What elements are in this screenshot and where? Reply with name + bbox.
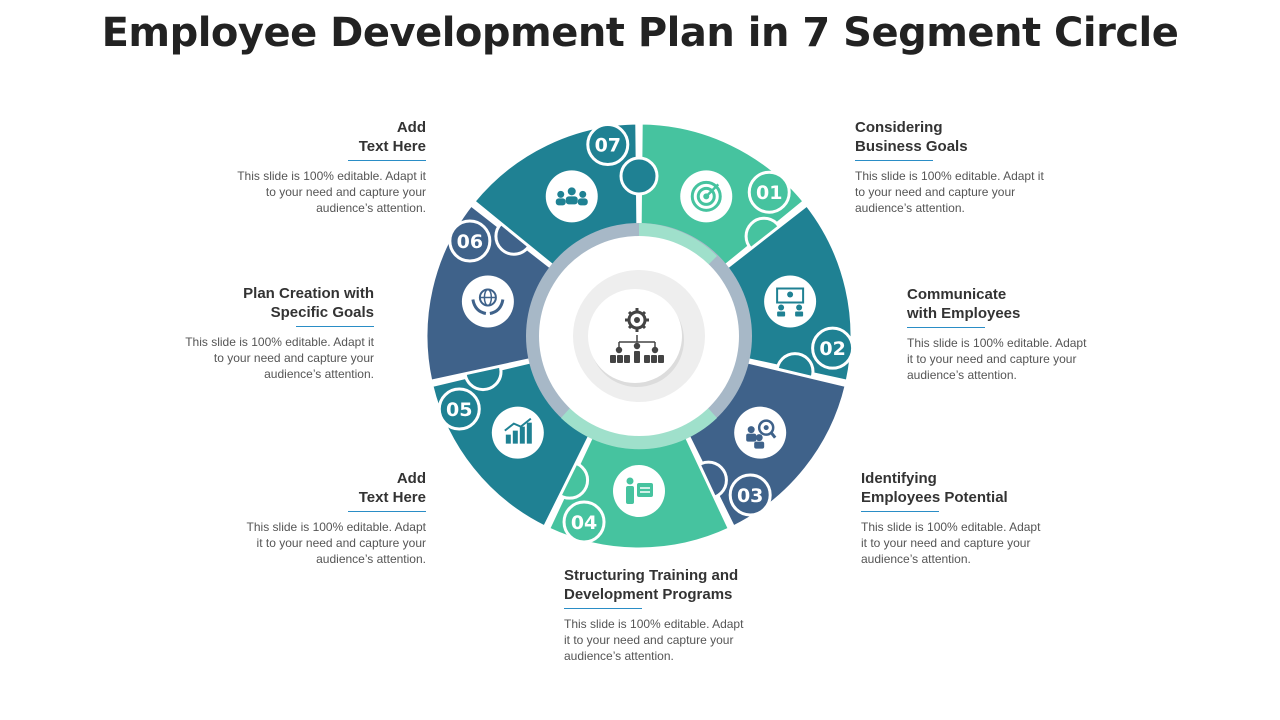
block-04-desc-line-3: audience’s attention. xyxy=(564,649,674,663)
segment-07-tab xyxy=(619,156,659,196)
block-04-desc-line-1: This slide is 100% editable. Adapt xyxy=(564,617,744,631)
block-07-desc-line-3: audience’s attention. xyxy=(316,201,426,215)
block-02-desc-line-1: This slide is 100% editable. Adapt xyxy=(907,336,1087,350)
block-05-desc-line-3: audience’s attention. xyxy=(316,552,426,566)
block-06-heading-line-1: Plan Creation with xyxy=(243,285,374,302)
block-05-heading-line-1: Add xyxy=(396,470,426,487)
block-03-heading-line-1: Identifying xyxy=(861,470,937,487)
segment-02-badge xyxy=(811,326,855,370)
block-03-desc-line-2: it to your need and capture your xyxy=(861,536,1031,550)
segment-04-badge xyxy=(562,500,606,544)
block-02-desc-line-2: it to your need and capture your xyxy=(907,352,1077,366)
block-01-rule xyxy=(855,160,933,161)
block-01-heading-line-2: Business Goals xyxy=(855,138,968,155)
block-06: Plan Creation with Specific Goals This s… xyxy=(144,284,374,382)
block-06-desc-line-1: This slide is 100% editable. Adapt it xyxy=(185,335,374,349)
inner-ring-highlight-bottom xyxy=(561,408,717,450)
block-02-desc-line-3: audience’s attention. xyxy=(907,368,1017,382)
talent-search-icon xyxy=(734,406,787,459)
block-01: Considering Business Goals This slide is… xyxy=(855,118,1085,216)
segment-05-badge xyxy=(437,387,481,431)
block-04-heading-line-1: Structuring Training and xyxy=(564,567,739,584)
segment-03-number: 03 xyxy=(737,485,763,507)
block-01-heading-line-1: Considering xyxy=(855,119,943,136)
block-02-heading-line-1: Communicate xyxy=(907,286,1007,303)
block-03-desc-line-3: audience’s attention. xyxy=(861,552,971,566)
block-01-desc-line-1: This slide is 100% editable. Adapt it xyxy=(855,169,1044,183)
block-02-heading-line-2: with Employees xyxy=(907,305,1021,322)
block-05-desc-line-1: This slide is 100% editable. Adapt xyxy=(246,520,426,534)
block-05: Add Text Here This slide is 100% editabl… xyxy=(196,469,426,567)
segment-06-badge xyxy=(448,219,492,263)
block-07-heading-line-2: Text Here xyxy=(358,138,426,155)
block-03-rule xyxy=(861,511,939,512)
block-04-desc-line-2: it to your need and capture your xyxy=(564,633,734,647)
segment-05-number: 05 xyxy=(446,399,472,421)
block-06-desc-line-2: to your need and capture your xyxy=(213,351,374,365)
block-04: Structuring Training and Development Pro… xyxy=(564,566,794,664)
block-06-desc-line-3: audience’s attention. xyxy=(264,367,374,381)
block-06-heading-line-2: Specific Goals xyxy=(270,304,374,321)
team-presentation-icon xyxy=(764,275,817,328)
block-05-heading-line-2: Text Here xyxy=(358,489,426,506)
segment-06-number: 06 xyxy=(457,231,483,253)
block-01-desc-line-3: audience’s attention. xyxy=(855,201,965,215)
block-05-desc-line-2: it to your need and capture your xyxy=(256,536,426,550)
block-05-rule xyxy=(348,511,426,512)
gear-org-chart-icon xyxy=(610,308,664,363)
segment-02-number: 02 xyxy=(819,338,845,360)
block-04-rule xyxy=(564,608,642,609)
block-07-desc-line-2: to your need and capture your xyxy=(265,185,426,199)
block-07-heading-line-1: Add xyxy=(396,119,426,136)
block-07-desc-line-1: This slide is 100% editable. Adapt it xyxy=(237,169,426,183)
segment-01-number: 01 xyxy=(756,182,782,204)
block-03: Identifying Employees Potential This sli… xyxy=(861,469,1091,567)
segment-07-number: 07 xyxy=(595,135,621,157)
page-title: Employee Development Plan in 7 Segment C… xyxy=(101,10,1179,56)
target-icon xyxy=(680,170,733,223)
block-02-rule xyxy=(907,327,985,328)
block-02: Communicate with Employees This slide is… xyxy=(907,285,1137,383)
block-07-rule xyxy=(348,160,426,161)
growth-chart-icon xyxy=(491,406,544,459)
segment-03-badge xyxy=(728,473,772,517)
globe-hands-icon xyxy=(461,275,514,328)
block-03-desc-line-1: This slide is 100% editable. Adapt xyxy=(861,520,1041,534)
trainer-board-icon xyxy=(613,465,665,517)
block-03-heading-line-2: Employees Potential xyxy=(861,489,1008,506)
group-icon xyxy=(545,170,598,223)
segment-04-number: 04 xyxy=(571,512,597,534)
block-04-heading-line-2: Development Programs xyxy=(564,586,733,603)
segment-07-badge xyxy=(586,123,630,167)
block-07: Add Text Here This slide is 100% editabl… xyxy=(196,118,426,216)
segment-01-badge xyxy=(747,170,791,214)
block-06-rule xyxy=(296,326,374,327)
block-01-desc-line-2: to your need and capture your xyxy=(855,185,1016,199)
